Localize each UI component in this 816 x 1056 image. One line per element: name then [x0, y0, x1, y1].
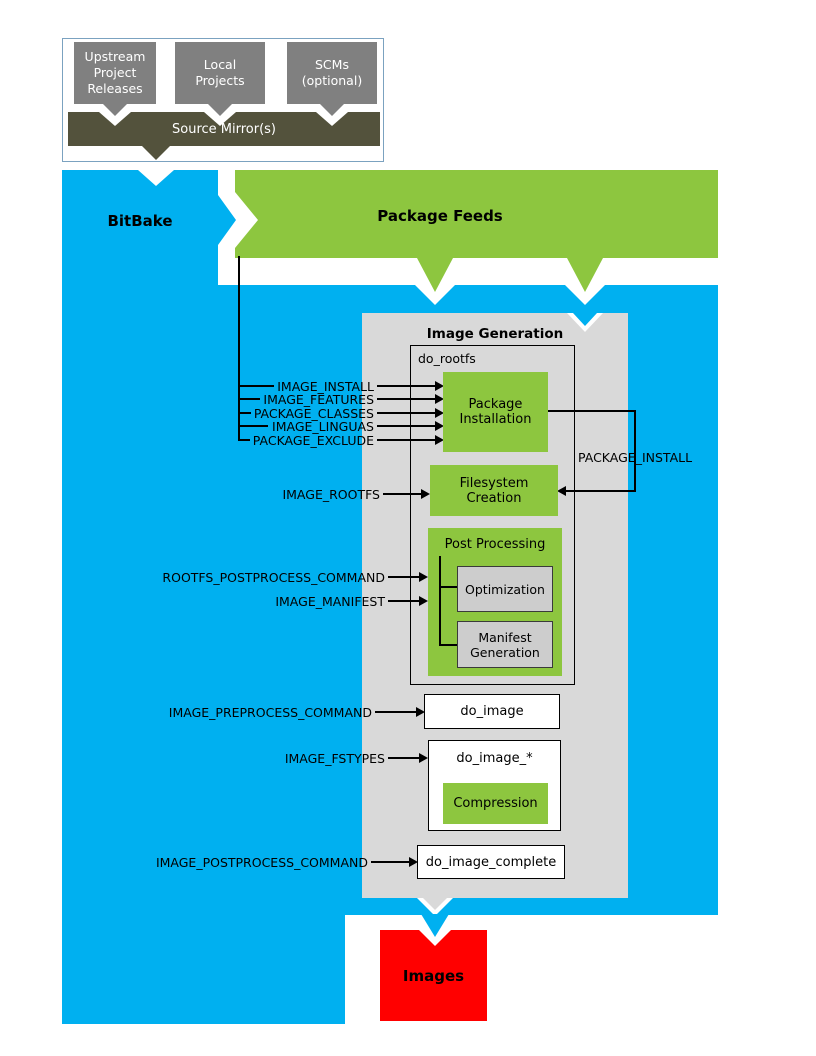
flow-line [375, 711, 416, 713]
flow-tip-gray-box [208, 104, 232, 116]
flow-notch [138, 170, 174, 186]
flow-line [566, 490, 636, 492]
arrowhead-right [421, 489, 430, 499]
bitbake-label: BitBake [107, 212, 173, 230]
flow-line [388, 576, 419, 578]
var-label-image-install: IMAGE_INSTALL [277, 379, 374, 394]
flow-tip-gray [423, 898, 447, 910]
flow-line [371, 861, 409, 863]
optimization-box: Optimization [457, 566, 553, 612]
var-label-image-postprocess: IMAGE_POSTPROCESS_COMMAND [155, 855, 368, 870]
flow-line [439, 644, 458, 646]
flow-line [238, 425, 268, 427]
source-box-upstream: Upstream Project Releases [74, 42, 156, 104]
arrowhead-right [435, 394, 444, 404]
var-label-package-install: PACKAGE_INSTALL [578, 450, 693, 465]
flow-line [238, 385, 274, 387]
arrowhead-left [557, 486, 566, 496]
arrowhead-right [419, 753, 428, 763]
arrowhead-right [409, 857, 418, 867]
flow-tip-gray-box [320, 104, 344, 116]
arrowhead-right [419, 572, 428, 582]
flow-line [388, 600, 419, 602]
flow-line [238, 412, 251, 414]
do-image-star-label: do_image_* [456, 751, 533, 766]
package-feeds-label: Package Feeds [377, 207, 503, 225]
flow-line [238, 256, 240, 441]
flow-tip-dark [142, 146, 170, 160]
bitbake-bottom-region [62, 914, 345, 1024]
post-processing-label: Post Processing [444, 537, 546, 552]
flow-line [377, 439, 435, 441]
flow-tip-blue [573, 313, 597, 326]
flow-line [439, 586, 458, 588]
var-label-image-manifest: IMAGE_MANIFEST [275, 594, 385, 609]
flow-line [383, 493, 421, 495]
var-label-image-features: IMAGE_FEATURES [263, 392, 374, 407]
do-rootfs-box [410, 345, 575, 685]
flow-tip-blue [421, 914, 449, 937]
package-feeds-banner [235, 170, 718, 292]
do-image-complete-box: do_image_complete [417, 845, 565, 879]
source-box-scms: SCMs (optional) [287, 42, 377, 104]
arrowhead-right [419, 596, 428, 606]
flow-line [377, 385, 435, 387]
var-label-image-rootfs: IMAGE_ROOTFS [282, 487, 380, 502]
flow-line [388, 757, 419, 759]
arrowhead-right [435, 381, 444, 391]
filesystem-creation-box: Filesystem Creation [430, 465, 558, 516]
flow-line [548, 410, 636, 412]
do-image-box: do_image [424, 694, 560, 729]
flow-line [238, 398, 260, 400]
flow-line [377, 398, 435, 400]
do-rootfs-label: do_rootfs [418, 351, 476, 366]
manifest-generation-box: Manifest Generation [457, 621, 553, 668]
arrowhead-right [435, 408, 444, 418]
compression-box: Compression [443, 783, 548, 824]
flow-line [634, 410, 636, 492]
flow-line [377, 425, 435, 427]
flow-notch [565, 285, 605, 305]
flow-notch [415, 285, 455, 305]
flow-tip-gray-box [103, 104, 127, 116]
image-generation-title: Image Generation [426, 326, 564, 342]
var-label-image-preprocess: IMAGE_PREPROCESS_COMMAND [168, 705, 372, 720]
flow-line [439, 556, 441, 646]
arrowhead-right [435, 421, 444, 431]
flow-line [377, 412, 435, 414]
arrowhead-right [416, 707, 425, 717]
var-label-rootfs-postprocess: ROOTFS_POSTPROCESS_COMMAND [162, 570, 385, 585]
var-label-image-fstypes: IMAGE_FSTYPES [284, 751, 385, 766]
flow-line [238, 439, 250, 441]
arrowhead-right [435, 435, 444, 445]
var-label-package-exclude: PACKAGE_EXCLUDE [252, 433, 374, 448]
package-installation-box: Package Installation [443, 372, 548, 452]
source-box-local: Local Projects [175, 42, 265, 104]
var-label-image-linguas: IMAGE_LINGUAS [272, 419, 374, 434]
bitbake-left-column [62, 170, 236, 286]
var-label-package-classes: PACKAGE_CLASSES [253, 406, 374, 421]
